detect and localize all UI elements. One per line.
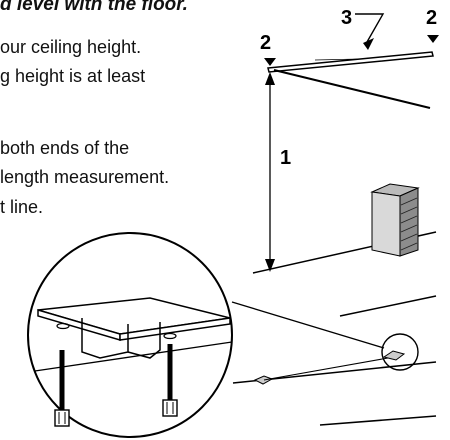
floor-lines bbox=[232, 231, 437, 426]
callout-length: 3 bbox=[341, 7, 352, 29]
bolt-icon bbox=[54, 399, 178, 427]
callout-length-arrowhead bbox=[363, 38, 374, 50]
end-marker-left-icon bbox=[264, 58, 276, 66]
callout-end-right: 2 bbox=[426, 7, 437, 29]
ceiling-line-icon bbox=[267, 51, 434, 109]
callout-length-leader bbox=[355, 13, 385, 43]
floor-bracket-icon bbox=[253, 350, 406, 385]
instruction-line-1: our ceiling height. bbox=[0, 37, 142, 57]
zoom-leader-line bbox=[231, 301, 385, 349]
callout-end-left: 2 bbox=[260, 32, 271, 54]
zoom-circle-small bbox=[381, 333, 419, 371]
instruction-line-5: t line. bbox=[0, 197, 44, 217]
callout-height: 1 bbox=[280, 147, 291, 169]
instruction-line-4: length measurement. bbox=[0, 167, 170, 187]
end-marker-right-icon bbox=[427, 35, 439, 43]
dresser-icon bbox=[370, 183, 420, 257]
height-arrow-icon bbox=[265, 72, 275, 272]
instruction-line-3: both ends of the bbox=[0, 138, 130, 158]
instruction-heading: d level with the floor. bbox=[0, 0, 188, 15]
bracket-detail-contents bbox=[28, 297, 232, 412]
instruction-line-2: g height is at least bbox=[0, 66, 146, 86]
